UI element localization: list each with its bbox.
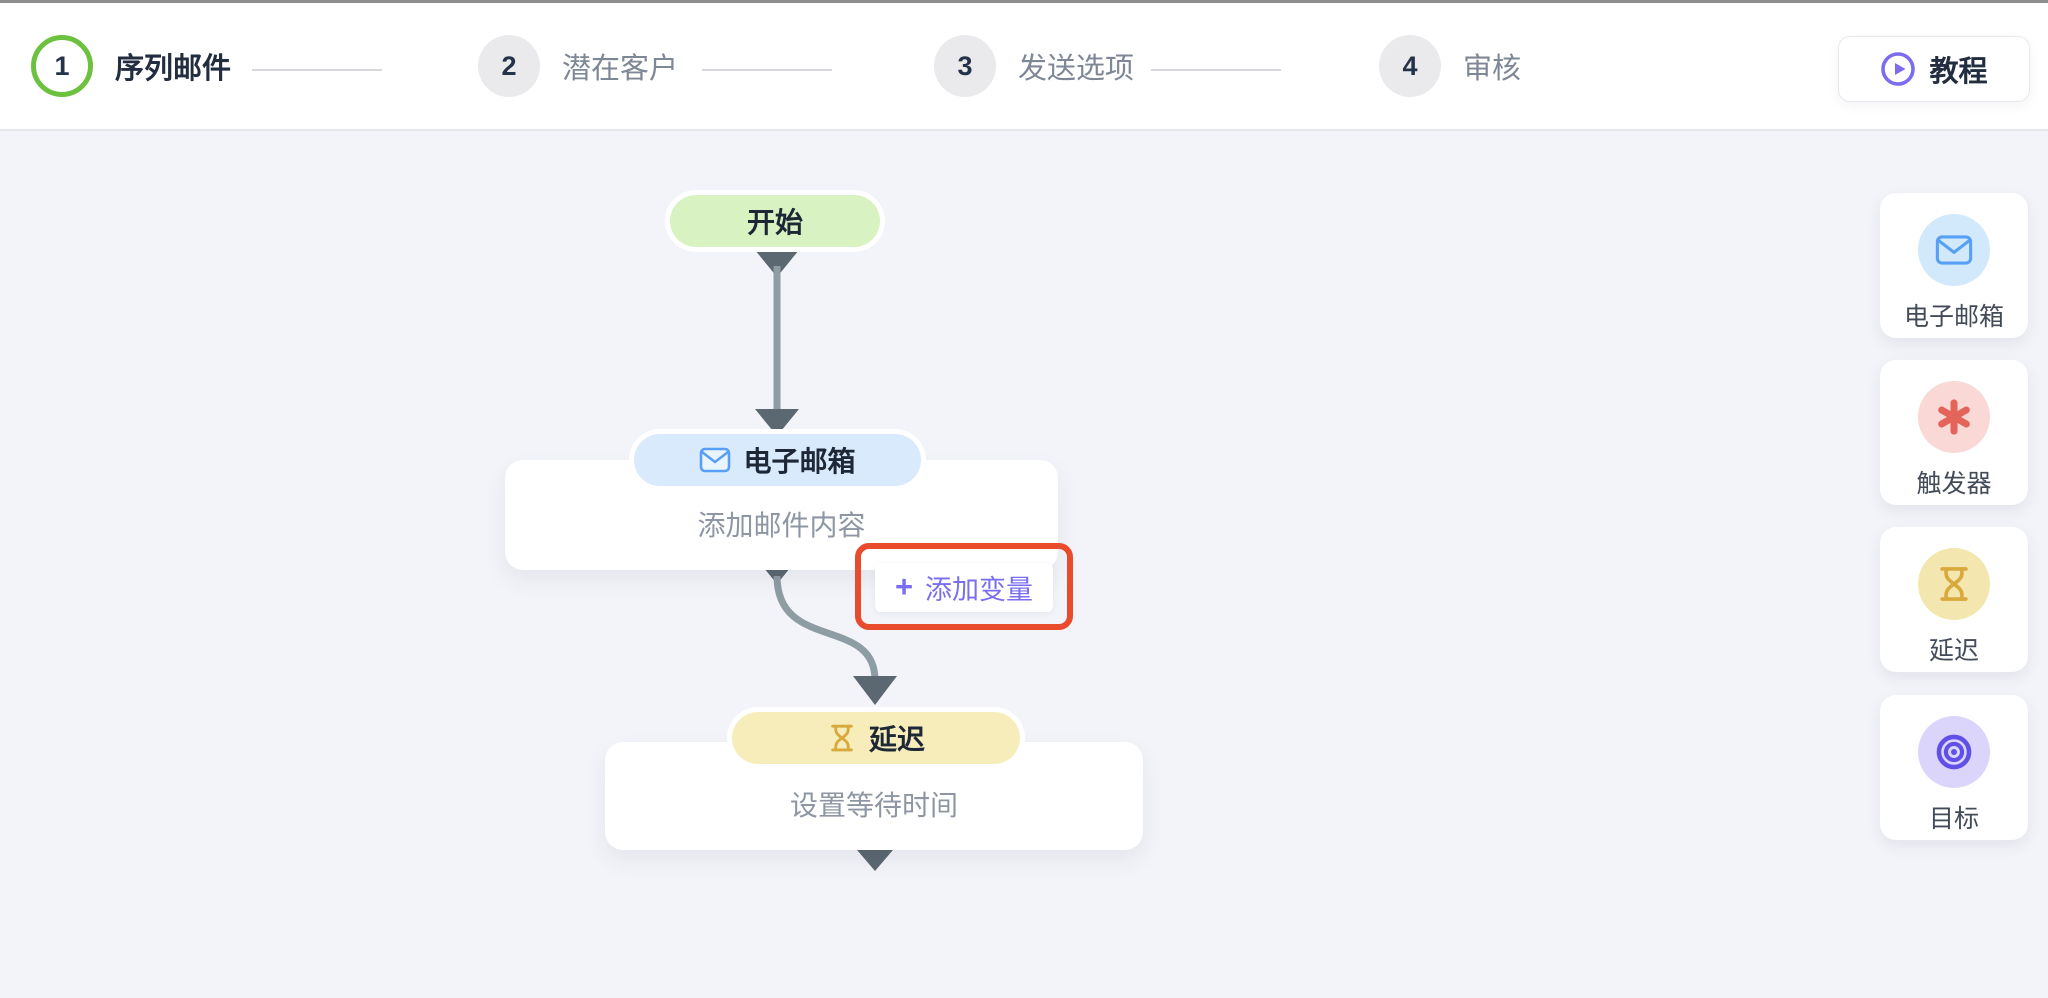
hourglass-icon [831, 724, 853, 752]
palette-item-label: 电子邮箱 [1903, 303, 2004, 331]
trigger-icon-circle [1918, 381, 1990, 453]
target-icon [1936, 734, 1972, 770]
add-variable-button[interactable]: + 添加变量 [875, 563, 1053, 612]
connector-arrowhead [853, 676, 897, 705]
tutorial-button-label: 教程 [1929, 56, 1988, 88]
stepper-step-prospects[interactable]: 2 潜在客户 [478, 35, 678, 97]
step-divider [1151, 69, 1281, 71]
step-number: 2 [501, 50, 517, 81]
palette-item-trigger[interactable]: 触发器 [1880, 360, 2028, 505]
delay-icon-circle [1918, 548, 1990, 620]
connector-curve-email-delay [773, 575, 879, 681]
email-node-label: 电子邮箱 [743, 446, 856, 477]
palette-item-label: 触发器 [1916, 470, 1992, 498]
delay-node-label: 延迟 [868, 724, 925, 755]
step-number: 3 [957, 50, 973, 81]
step-label: 审核 [1463, 53, 1522, 85]
step-divider [702, 69, 832, 71]
window-top-strip [0, 0, 2048, 3]
hourglass-icon [1940, 567, 1968, 601]
stepper-step-review[interactable]: 4 审核 [1379, 35, 1521, 97]
connector-arrowhead [755, 250, 799, 277]
step-label: 序列邮件 [115, 53, 232, 85]
play-circle-icon [1881, 52, 1916, 86]
delay-node-pill[interactable]: 延迟 [732, 712, 1020, 764]
step-divider [252, 69, 382, 71]
palette-item-label: 延迟 [1928, 637, 1979, 665]
email-icon-circle [1918, 214, 1990, 286]
start-node[interactable]: 开始 [670, 195, 880, 247]
goal-icon-circle [1918, 716, 1990, 788]
step-number-badge: 2 [478, 35, 540, 97]
envelope-icon [700, 447, 731, 473]
asterisk-icon [1938, 399, 1970, 435]
connector-arrowhead [755, 409, 799, 436]
palette-item-email[interactable]: 电子邮箱 [1880, 193, 2028, 338]
step-label: 潜在客户 [562, 53, 679, 85]
tutorial-button[interactable]: 教程 [1838, 36, 2030, 102]
plus-icon: + [894, 569, 914, 604]
step-number-badge: 4 [1379, 35, 1441, 97]
add-variable-label: 添加变量 [925, 575, 1034, 605]
delay-node-card[interactable]: 设置等待时间 [605, 742, 1143, 850]
stepper-header: 1 序列邮件 2 潜在客户 3 发送选项 4 审核 教程 [0, 3, 2048, 131]
email-node-body: 添加邮件内容 [697, 510, 866, 541]
envelope-icon [1935, 235, 1973, 265]
step-number: 1 [54, 50, 70, 81]
delay-node-body: 设置等待时间 [789, 790, 958, 821]
email-node-pill[interactable]: 电子邮箱 [634, 434, 921, 486]
start-node-label: 开始 [746, 207, 803, 238]
step-number-badge: 1 [31, 35, 93, 97]
palette-item-label: 目标 [1928, 805, 1979, 833]
stepper-step-sending-options[interactable]: 3 发送选项 [934, 35, 1134, 97]
step-number: 4 [1402, 50, 1418, 81]
palette-item-goal[interactable]: 目标 [1880, 695, 2028, 840]
step-number-badge: 3 [934, 35, 996, 97]
step-label: 发送选项 [1018, 53, 1135, 85]
palette-item-delay[interactable]: 延迟 [1880, 527, 2028, 672]
stepper-step-sequence[interactable]: 1 序列邮件 [31, 35, 231, 97]
